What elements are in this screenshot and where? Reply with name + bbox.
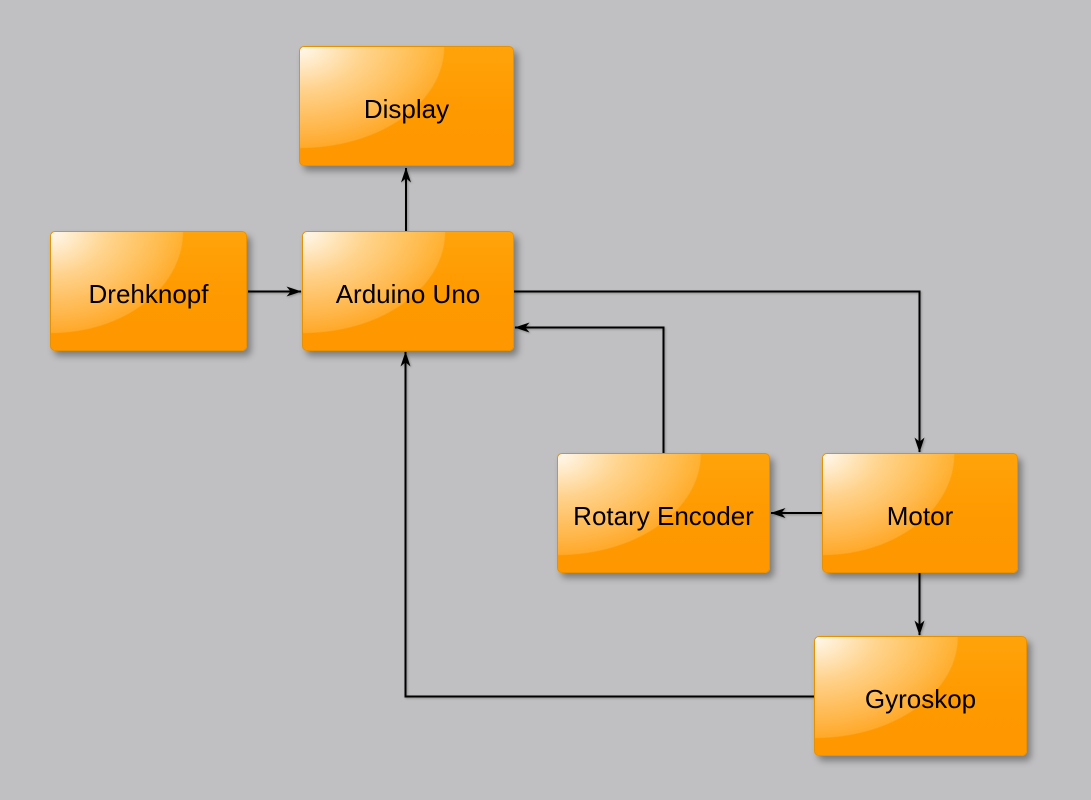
node-drehknopf-label: Drehknopf (88, 278, 209, 309)
edge-arduino-to-motor (514, 290, 925, 453)
node-rotary-encoder-label: Rotary Encoder (573, 500, 754, 531)
node-gyroskop: Gyroskop (814, 636, 1027, 756)
node-gyroskop-label: Gyroskop (864, 683, 977, 714)
node-arduino-uno: Arduino Uno (302, 231, 514, 351)
node-motor: Motor (822, 453, 1018, 573)
node-motor-label: Motor (886, 500, 954, 531)
node-drehknopf: Drehknopf (50, 231, 247, 351)
node-display-label: Display (363, 93, 450, 124)
node-display: Display (299, 46, 514, 166)
node-rotary-encoder: Rotary Encoder (557, 453, 770, 573)
node-arduino-uno-label: Arduino Uno (335, 278, 481, 309)
edge-rotary-encoder-to-arduino (514, 322, 665, 453)
